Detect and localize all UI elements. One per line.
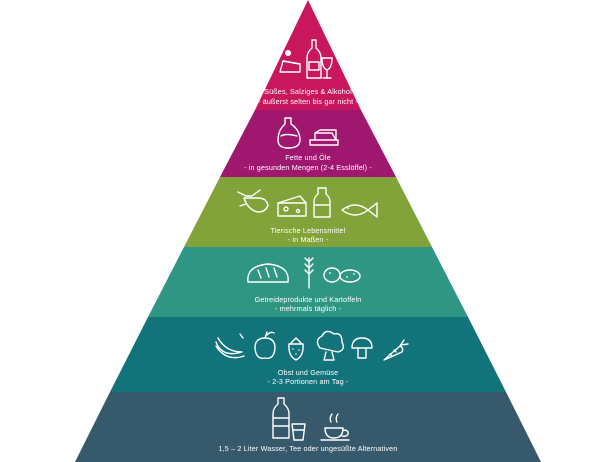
fish-icon [341,202,378,218]
level-1-title: Süßes, Salziges & Alkohol [264,87,352,96]
level-fats-oils: Fette und Öle - in gesunden Mengen (2-4 … [220,110,396,177]
banana-icon [215,333,245,359]
tea-cup-icon [320,413,350,441]
water-bottle-icon [272,397,290,439]
level-2-band [220,110,396,177]
level-3-band [184,177,432,247]
milk-bottle-icon [313,187,331,218]
wine-bottle-icon [306,39,322,79]
level-1-subtitle: - äußerst selten bis gar nicht - [258,97,358,106]
level-fruit-vegetables: Obst und Gemüse - 2-3 Portionen am Tag - [110,317,506,392]
strawberry-icon [288,337,304,361]
level-6-title: 1,5 – 2 Liter Wasser, Tee oder ungesüßte… [219,444,398,453]
level-sweets-alcohol: Süßes, Salziges & Alkohol - äußerst selt… [255,0,361,110]
apple-icon [254,331,276,359]
oil-bottle-icon [277,117,301,149]
wine-glass-icon [321,57,333,79]
level-5-band [110,317,506,392]
level-4-band [148,247,468,317]
level-4-subtitle: - mehrmals täglich - [275,304,342,313]
carrot-icon [383,339,409,361]
level-2-title: Fette und Öle [285,153,331,162]
level-6-band [75,392,541,462]
level-3-title: Tierische Lebensmittel [271,226,346,235]
mushroom-icon [351,337,373,359]
level-animal-products: Tierische Lebensmittel - in Maßen - [184,177,432,247]
level-5-subtitle: - 2-3 Portionen am Tag - [268,377,349,386]
glass-icon [291,423,306,441]
potato-icon [323,267,361,283]
level-5-title: Obst und Gemüse [278,368,339,377]
cow-icon [237,189,269,213]
cheese-icon [277,195,307,217]
level-drinks: 1,5 – 2 Liter Wasser, Tee oder ungesüßte… [75,392,541,462]
wheat-icon [304,257,314,289]
butter-icon [309,129,339,146]
level-3-subtitle: - in Maßen - [288,235,329,244]
cake-slice-icon [279,50,301,73]
level-grains-potatoes: Getreideprodukte und Kartoffeln - mehrma… [148,247,468,317]
level-2-subtitle: - in gesunden Mengen (2-4 Esslöffel) - [244,163,372,172]
level-4-title: Getreideprodukte und Kartoffeln [255,295,362,304]
broccoli-icon [316,330,345,361]
bread-icon [247,263,289,283]
